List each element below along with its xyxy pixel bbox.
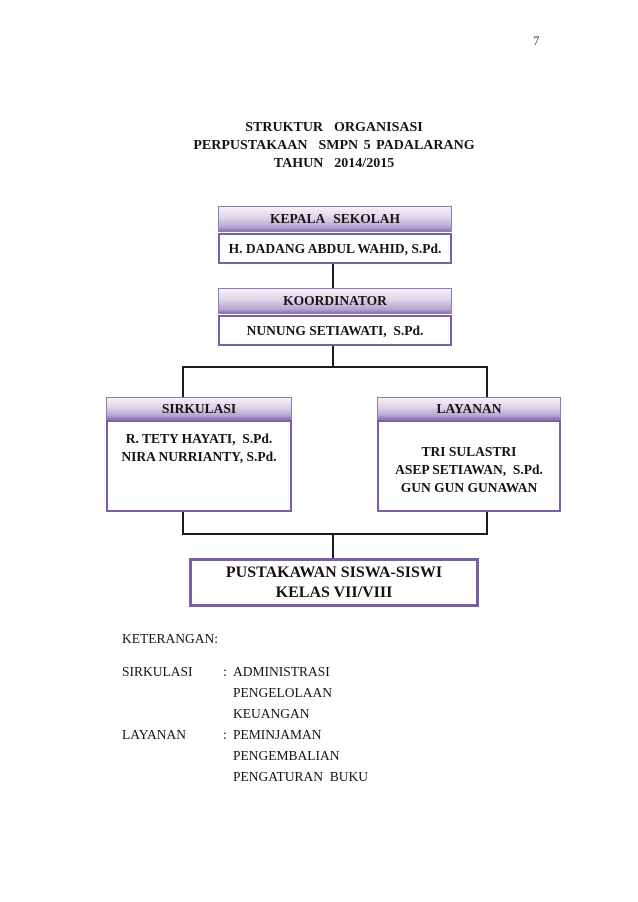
member-name: NUNUNG SETIAWATI, S.Pd. <box>246 322 424 338</box>
org-node-title: KEPALA SEKOLAH <box>269 211 401 226</box>
org-node-pustakawan-line-2: KELAS VII/VIII <box>275 583 393 601</box>
connector-line-vertical <box>486 512 488 534</box>
org-node-koordinator-header: KOORDINATOR <box>218 288 452 314</box>
legend-item: PENGEMBALIAN <box>233 748 340 763</box>
legend-item: PEMINJAMAN <box>233 727 322 742</box>
member-name: GUN GUN GUNAWAN <box>400 480 538 495</box>
page-number: 7 <box>533 33 540 48</box>
legend-item: KEUANGAN <box>233 706 310 721</box>
legend-label: LAYANAN <box>122 727 187 742</box>
connector-line-horizontal <box>182 533 488 535</box>
member-name: NIRA NURRIANTY, S.Pd. <box>121 449 277 464</box>
legend-entry-layanan: LAYANAN : PEMINJAMAN PENGEMBALIAN PENGAT… <box>122 724 368 787</box>
document-title-line-3: TAHUN 2014/2015 <box>273 156 395 171</box>
legend-heading: KETERANGAN: <box>122 631 218 646</box>
legend-item: PENGATURAN BUKU <box>233 769 369 784</box>
legend-item: PENGELOLAAN <box>233 685 332 700</box>
org-node-title: KOORDINATOR <box>283 293 387 308</box>
member-name: ASEP SETIAWAN, S.Pd. <box>395 462 543 477</box>
legend-items: ADMINISTRASI PENGELOLAAN KEUANGAN <box>233 661 332 724</box>
member-name: R. TETY HAYATI, S.Pd. <box>125 431 273 446</box>
document-title-line-1: STRUKTUR ORGANISASI <box>245 120 423 135</box>
document-title-line-2: PERPUSTAKAAN SMPN 5 PADALARANG <box>193 138 475 153</box>
org-node-sirkulasi-header: SIRKULASI <box>106 397 292 420</box>
legend-entry-sirkulasi: SIRKULASI : ADMINISTRASI PENGELOLAAN KEU… <box>122 661 332 724</box>
org-node-kepala-sekolah-body: H. DADANG ABDUL WAHID, S.Pd. <box>218 233 452 264</box>
member-name: TRI SULASTRI <box>421 444 517 459</box>
legend-label: SIRKULASI <box>122 664 193 679</box>
connector-line-vertical <box>486 366 488 397</box>
org-node-koordinator-body: NUNUNG SETIAWATI, S.Pd. <box>218 315 452 346</box>
connector-line-vertical <box>182 512 184 534</box>
member-name: H. DADANG ABDUL WAHID, S.Pd. <box>228 240 442 256</box>
org-node-title: LAYANAN <box>436 400 502 416</box>
legend-colon: : <box>223 727 227 742</box>
org-node-title: SIRKULASI <box>161 400 237 416</box>
connector-line-vertical <box>332 533 334 558</box>
document-title: STRUKTUR ORGANISASI PERPUSTAKAAN SMPN 5 … <box>34 119 634 173</box>
legend-item: ADMINISTRASI <box>233 664 330 679</box>
legend-colon: : <box>223 664 227 679</box>
org-node-layanan-header: LAYANAN <box>377 397 561 420</box>
connector-line-vertical <box>182 366 184 397</box>
connector-line-horizontal <box>182 366 488 368</box>
org-node-sirkulasi-body: R. TETY HAYATI, S.Pd. NIRA NURRIANTY, S.… <box>106 420 292 512</box>
org-node-kepala-sekolah-header: KEPALA SEKOLAH <box>218 206 452 232</box>
org-node-pustakawan-line-1: PUSTAKAWAN SISWA-SISWI <box>225 563 443 581</box>
connector-line-vertical <box>332 346 334 367</box>
org-node-layanan-body: TRI SULASTRI ASEP SETIAWAN, S.Pd. GUN GU… <box>377 420 561 512</box>
org-node-pustakawan: PUSTAKAWAN SISWA-SISWI KELAS VII/VIII <box>189 558 479 607</box>
connector-line-vertical <box>332 264 334 288</box>
legend-items: PEMINJAMAN PENGEMBALIAN PENGATURAN BUKU <box>233 724 368 787</box>
